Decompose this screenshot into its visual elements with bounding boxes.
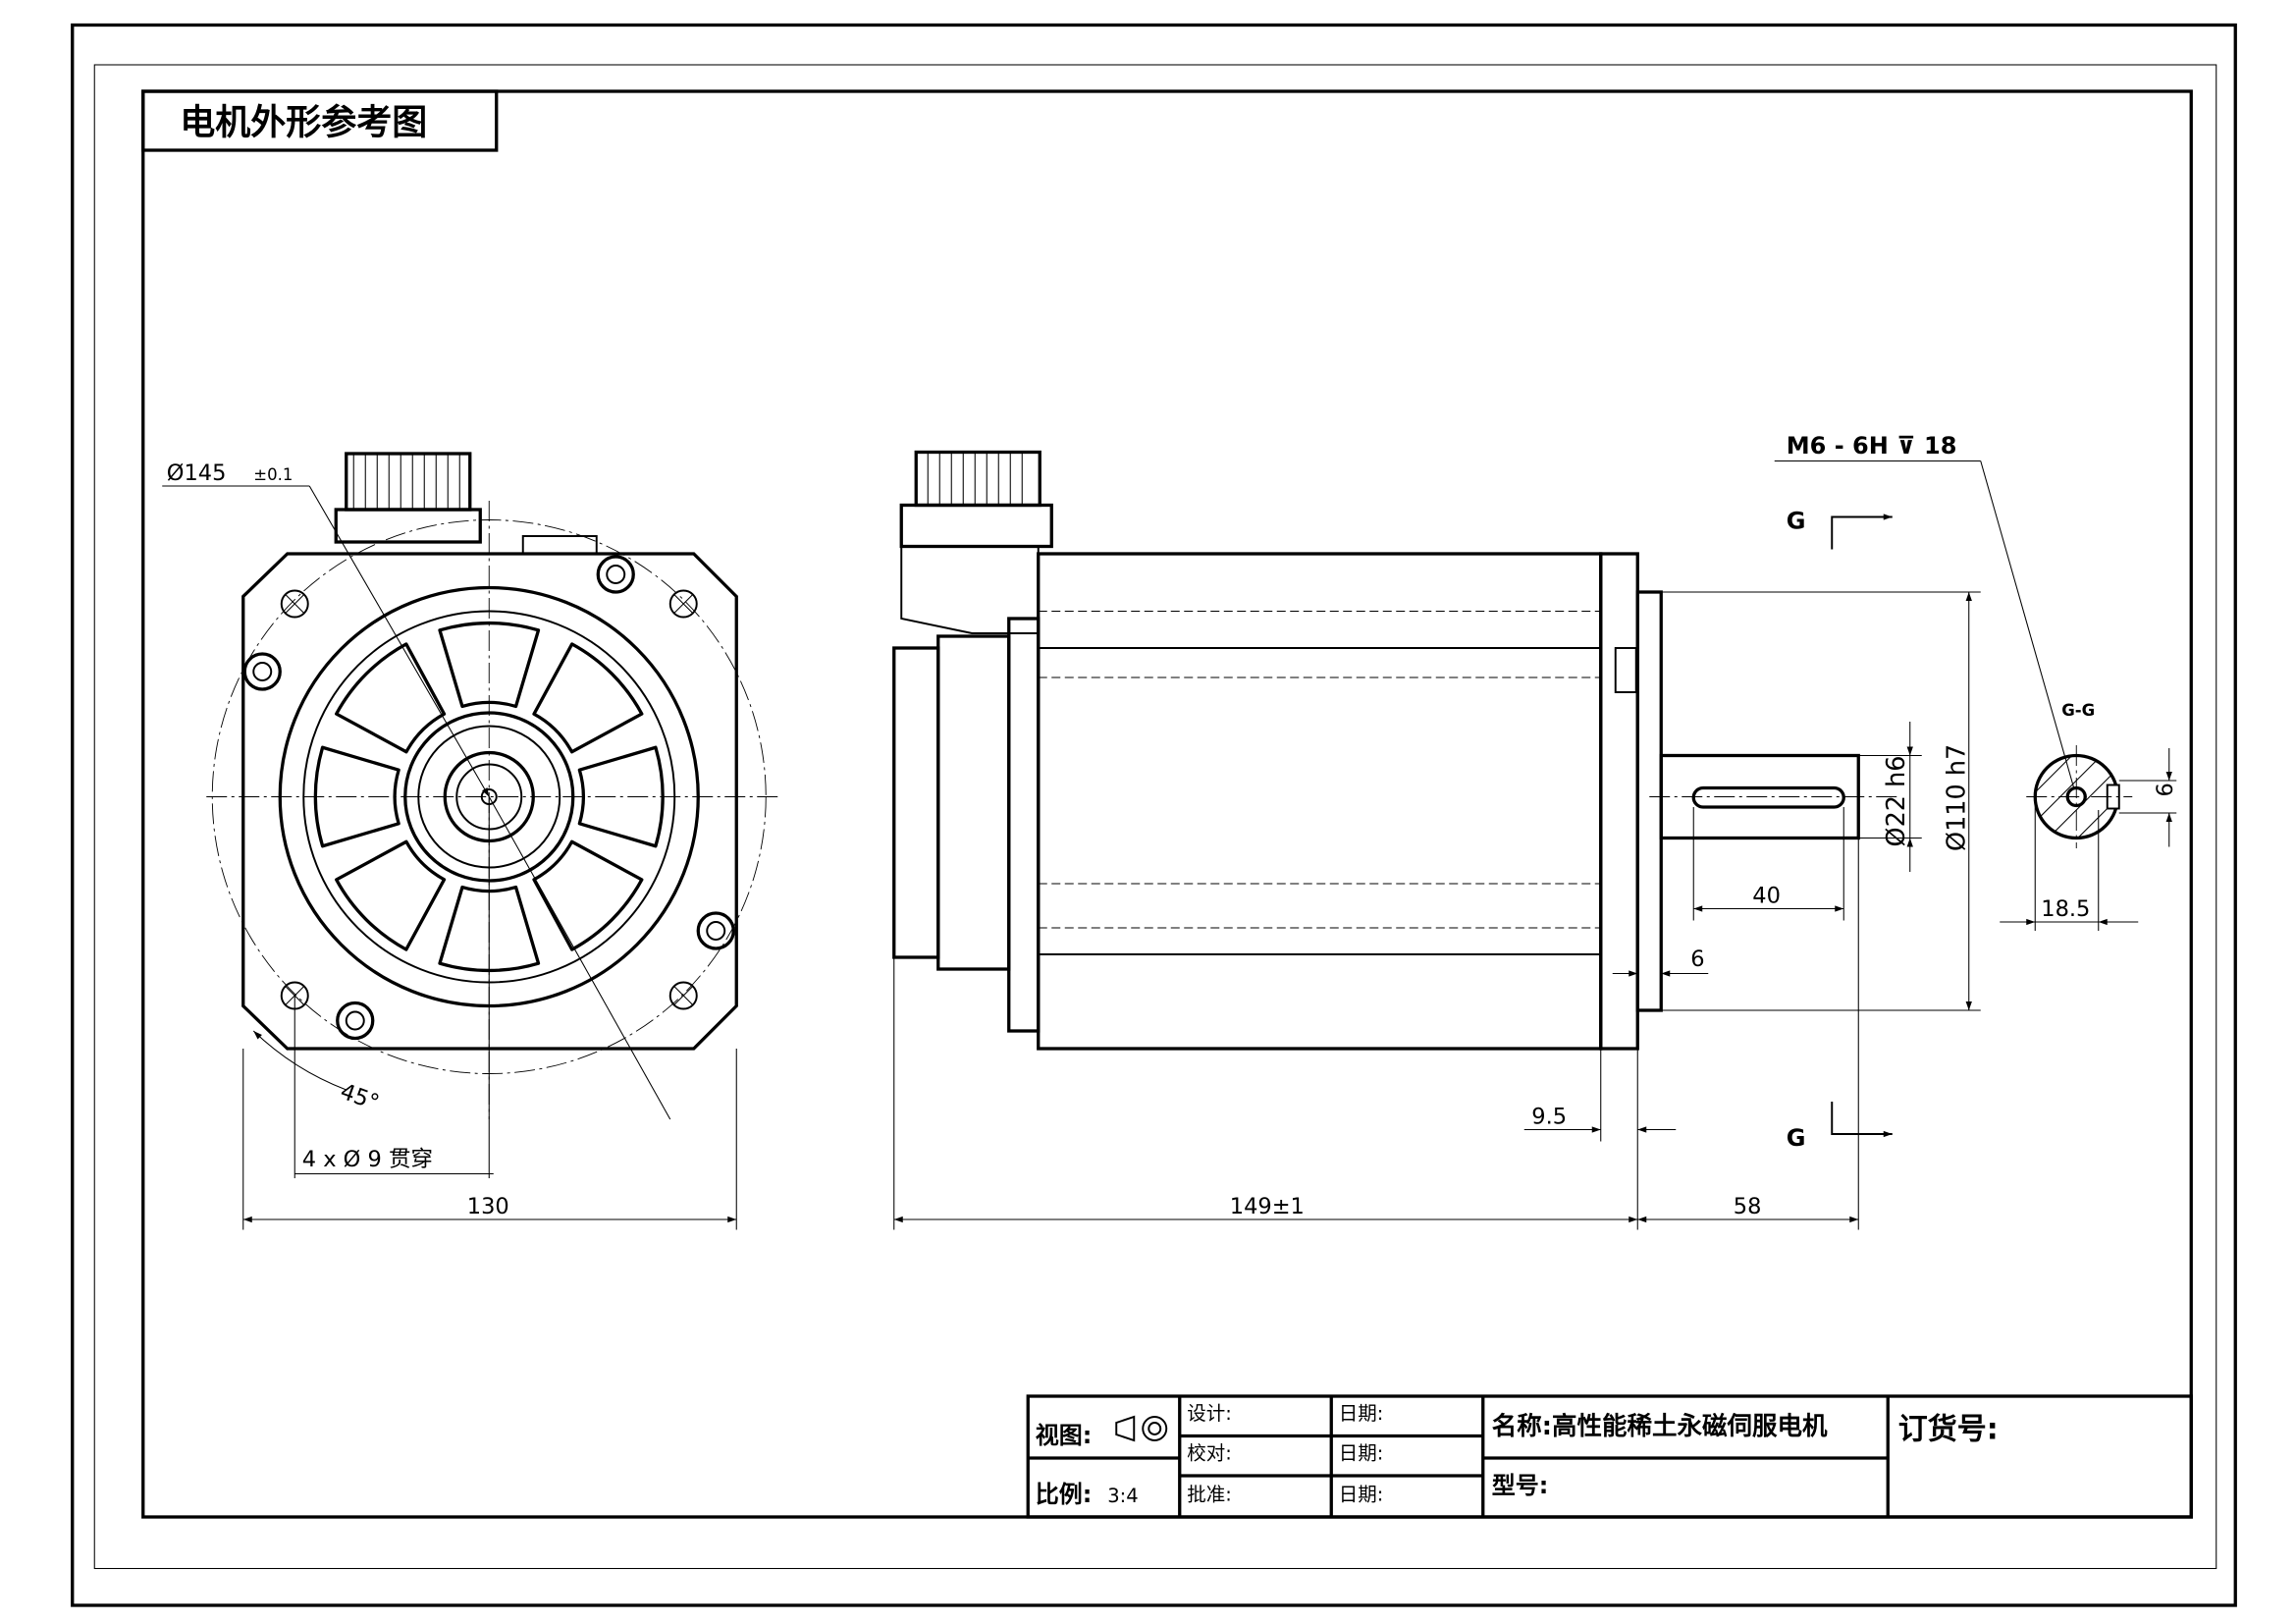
scale-value: 3:4 (1107, 1485, 1138, 1507)
keyway-slot (1691, 785, 1845, 809)
inner-frame (93, 64, 2217, 1570)
spoke-window (577, 745, 665, 848)
connector-lug (521, 535, 598, 555)
motor-body (1037, 552, 1603, 1051)
section-mark-top: G (1787, 508, 1806, 535)
spoke-window (438, 885, 541, 973)
pcd-label: Ø145 (167, 460, 227, 486)
thread-lines (352, 454, 460, 510)
side-view: 149±1 58 9.5 6 40 Ø22 h6 Ø110 h7 G G M6 … (892, 432, 2077, 1230)
front-flange (1599, 552, 1639, 1051)
check-label: 校对: (1187, 1442, 1232, 1465)
spoke-window (438, 621, 541, 709)
key-length-label: 40 (1752, 884, 1781, 909)
pcd-leader-2 (488, 796, 671, 1120)
outer-border (71, 23, 2237, 1607)
body-lines (1038, 647, 1601, 955)
spoke-window (532, 839, 644, 951)
model-label: 型号: (1492, 1472, 1549, 1499)
pilot (1635, 590, 1663, 1012)
spoke-window (532, 642, 644, 754)
side-connector-base (899, 503, 1053, 549)
angle-arc (252, 1030, 347, 1091)
width-label: 130 (467, 1194, 509, 1219)
drawing-title: 电机外形参考图 (180, 103, 427, 143)
connector-base (334, 508, 482, 544)
spoke-window (313, 745, 400, 848)
scale-label: 比例: (1036, 1481, 1093, 1508)
projection-symbol-icon (1115, 1415, 1168, 1442)
shaft-dia-label: Ø22 h6 (1882, 755, 1911, 846)
mounting-hole (668, 981, 698, 1010)
title-box (141, 89, 499, 152)
holes-label: 4 x Ø 9 贯穿 (302, 1147, 433, 1172)
section-title: G-G (2061, 701, 2095, 720)
order-number-label: 订货号: (1898, 1413, 1999, 1447)
title-block: 视图: 比例: 3:4 设计: 校对: 批准: 日期: 日期: 日期: 名称:高… (1026, 1394, 2193, 1519)
mounting-hole (668, 589, 698, 619)
screw-head (242, 652, 282, 691)
screw-head (336, 1001, 375, 1041)
spoke-window (335, 839, 447, 951)
connector-housing (900, 545, 1040, 634)
front-flange-outline (241, 552, 738, 1051)
front-view: Ø145 ±0.1 45° 4 x Ø 9 贯穿 130 (162, 452, 781, 1230)
pilot-label: 6 (1690, 947, 1704, 972)
screw-head (596, 555, 635, 594)
spoke-windows (313, 621, 665, 973)
angle-label: 45° (337, 1079, 382, 1116)
date-label-3: 日期: (1339, 1484, 1384, 1506)
connector-thread (345, 452, 472, 512)
section-arrow-top (1831, 514, 1893, 550)
date-label-1: 日期: (1339, 1402, 1384, 1425)
section-g-g: G-G 18.5 6 (2000, 701, 2178, 931)
flange-notch (1614, 647, 1637, 693)
product-name: 名称:高性能稀土永磁伺服电机 (1492, 1412, 1828, 1441)
rear-flange (1007, 617, 1041, 1033)
pcd-leader (308, 485, 490, 797)
view-label: 视图: (1036, 1422, 1093, 1449)
encoder-housing (936, 634, 1011, 971)
shaft-length-label: 58 (1734, 1194, 1762, 1219)
spoke-window (335, 642, 447, 754)
side-connector-thread (914, 450, 1041, 508)
pcd-tolerance: ±0.1 (253, 465, 293, 484)
design-label: 设计: (1187, 1402, 1232, 1425)
pilot-dia-label: Ø110 h7 (1942, 744, 1971, 851)
date-label-2: 日期: (1339, 1442, 1384, 1465)
key-width-label: 6 (2153, 783, 2178, 796)
mounting-hole (280, 589, 309, 619)
thread-leader (1980, 460, 2077, 797)
section-hatch (2035, 755, 2118, 839)
screw-head (696, 911, 735, 950)
section-mark-bottom: G (1787, 1124, 1806, 1152)
section-arrow-bottom (1831, 1102, 1893, 1138)
hidden-lines (1038, 611, 1601, 929)
approve-label: 批准: (1187, 1484, 1232, 1506)
side-thread-lines (927, 452, 1023, 506)
thread-label: M6 - 6H ⊽ 18 (1787, 432, 1957, 460)
flange-label: 9.5 (1531, 1105, 1567, 1130)
rear-cover (892, 646, 940, 959)
section-height-label: 18.5 (2041, 896, 2090, 922)
length-label: 149±1 (1230, 1194, 1305, 1219)
